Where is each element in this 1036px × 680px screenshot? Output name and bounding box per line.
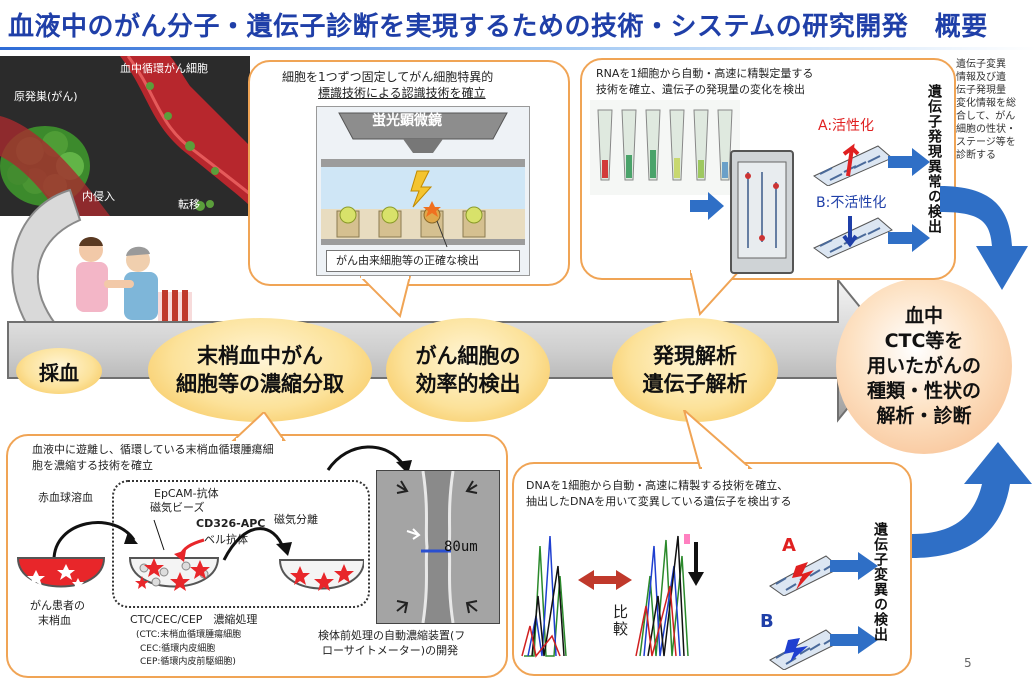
tubes-graphic [590,100,740,195]
chip-graphic [737,161,787,259]
rna-arrow-1 [690,192,724,220]
side-note-line7: ステージ等を [956,137,1016,148]
ctc-label: 血中循環がん細胞 [120,62,208,75]
device-label-2: ローサイトメーター)の開発 [322,644,459,657]
concentration-process-graphic [16,519,364,591]
mutation-b-arrow [830,626,878,654]
side-note-line3: 伝子発現量 [956,85,1006,96]
microscope-graphic [321,112,525,248]
side-note-line4: 変化情報を総 [956,98,1016,109]
mutation-a-label: A [782,535,796,556]
cd326-label-1: CD326-APC [196,517,266,530]
patient-label-2: 末梢血 [38,614,71,627]
mutation-a-arrow [830,552,878,580]
diagnosis-line5: 解析・診断 [876,404,972,427]
diagnosis-line3: 用いたがんの [866,354,981,377]
mutation-b-label: B [760,611,774,632]
concentration-heading-2: 胞を濃縮する技術を確立 [32,459,153,472]
dna-inactivation-graphic [813,216,893,259]
side-note-line8: 診断する [956,150,996,161]
dna-bubble-tail [682,410,753,470]
fixation-heading-2: 標識技術による認識技術を確立 [318,86,486,100]
page-title: 血液中のがん分子・遺伝子診断を実現するための技術・システムの研究開発 概要 [8,12,988,42]
side-note-line2: 情報及び遺 [956,72,1006,83]
detection-line1: がん細胞の [415,344,521,368]
concentration-line1: 末梢血中がん [197,344,323,368]
blood-draw-step: 採血 [16,348,102,394]
diagnosis-line2: CTC等を [884,329,964,352]
legend-cec: CEC:循環内皮細胞 [140,644,216,654]
fixation-bubble-tail [360,276,412,318]
concentration-line2: 細胞等の濃縮分取 [176,372,344,396]
magnetic-label: 磁気分離 [274,513,318,526]
side-note: 遺伝子変異 情報及び遺 伝子発現量 変化情報を総 合して、がん 細胞の性状・ ス… [956,58,1036,162]
detection-line2: 効率的検出 [415,372,521,396]
dna-heading-2: 抽出したDNAを用いて変異している遺伝子を検出する [526,495,792,508]
tumor-illustration [0,56,250,216]
micrograph-graphic [377,471,499,623]
chip-device [730,150,794,274]
analysis-step: 発現解析 遺伝子解析 [612,318,778,422]
expression-detection-label: 遺伝子発現異常の検出 [926,84,942,234]
scale-label: 80um [444,539,478,555]
fixation-heading-1: 細胞を1つずつ固定してがん細胞特異的 [282,70,494,84]
epcam-label-1: EpCAM-抗体 [154,487,219,500]
title-rule [0,47,1036,50]
microscope-label: 蛍光顕微鏡 [372,113,442,129]
mutation-b-graphic [769,629,841,670]
microscope-panel [316,106,530,276]
concentration-step: 末梢血中がん 細胞等の濃縮分取 [148,318,372,422]
process-dotted-box [112,480,370,608]
microscope-caption: がん由来細胞等の正確な検出 [336,254,479,267]
intravasation-label: 内侵入 [82,190,115,203]
side-note-line1: 遺伝子変異 [956,59,1006,70]
expression-to-diagnosis-arrow [940,186,1028,290]
legend-ctc: (CTC:末梢血循環腫瘍細胞 [136,630,242,640]
rna-arrow-2 [888,148,930,176]
detection-step: がん細胞の 効率的検出 [386,318,550,422]
rna-heading-2: 技術を確立、遺伝子の発現量の変化を検出 [596,83,805,96]
blood-draw-label: 採血 [39,360,79,385]
micrograph [376,470,500,624]
epcam-label-2: 磁気ビーズ [150,501,205,514]
diagnosis-circle: 血中 CTC等を 用いたがんの 種類・性状の 解析・診断 [836,278,1012,454]
inactivation-label: B:不活性化 [816,195,887,211]
concentration-heading-1: 血液中に遊離し、循環している末梢血循環腫瘍細 [32,443,274,456]
analysis-line2: 遺伝子解析 [642,372,748,396]
mutation-detection-label: 遺伝子変異の検出 [872,522,888,642]
device-label-1: 検体前処理の自動濃縮装置(フ [318,629,466,642]
patient-label-1: がん患者の [30,599,85,612]
rbc-lysis-label: 赤血球溶血 [38,491,93,504]
process-label: CTC/CEC/CEP 濃縮処理 [130,613,258,626]
tumor-graphic [0,56,250,216]
side-note-line6: 細胞の性状・ [956,124,1016,135]
diagnosis-line4: 種類・性状の [866,379,981,402]
diagnosis-line1: 血中 [904,304,943,327]
rna-arrow-3 [888,224,930,252]
page-number: 5 [964,656,972,670]
side-note-line5: 合して、がん [956,111,1016,122]
concentration-bubble-tail [231,412,286,442]
legend-cep: CEP:循環内皮前駆細胞) [140,657,236,667]
microscope-caption-box [326,250,520,272]
metastasis-label: 転移 [178,198,200,211]
analysis-line1: 発現解析 [653,344,737,368]
mutation-to-diagnosis-arrow [912,442,1032,558]
activation-label: A:活性化 [818,118,875,134]
rna-heading-1: RNAを1細胞から自動・高速に精製定量する [596,67,814,80]
primary-tumor-label: 原発巣(がん) [14,90,78,103]
dna-heading-1: DNAを1細胞から自動・高速に精製する技術を確立、 [526,479,789,492]
dna-activation-graphic [813,143,893,186]
rna-bubble-tail [690,270,742,317]
chromatogram-graphic [521,534,704,658]
compare-label: 比較 [611,604,629,638]
